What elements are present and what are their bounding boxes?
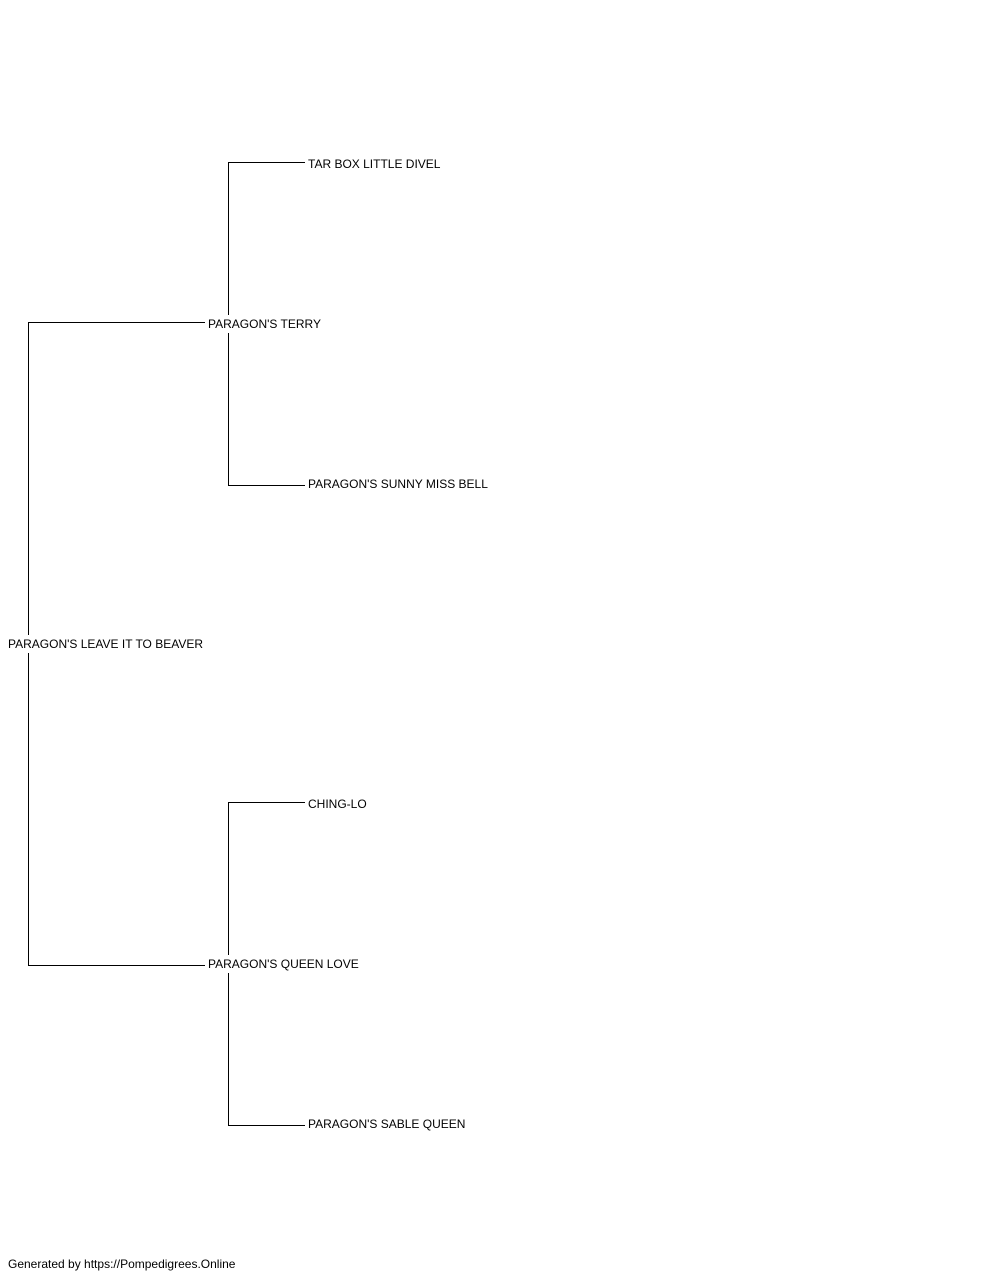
node-dam-sire: CHING-LO [308, 797, 367, 811]
node-sire-dam: PARAGON'S SUNNY MISS BELL [308, 477, 488, 491]
node-dam: PARAGON'S QUEEN LOVE [206, 955, 361, 973]
generated-by-footer: Generated by https://Pompedigrees.Online [8, 1257, 236, 1271]
node-subject: PARAGON'S LEAVE IT TO BEAVER [6, 635, 206, 653]
node-sire-sire: TAR BOX LITTLE DIVEL [308, 157, 441, 171]
node-dam-dam: PARAGON'S SABLE QUEEN [308, 1117, 466, 1131]
node-sire: PARAGON'S TERRY [206, 315, 323, 333]
